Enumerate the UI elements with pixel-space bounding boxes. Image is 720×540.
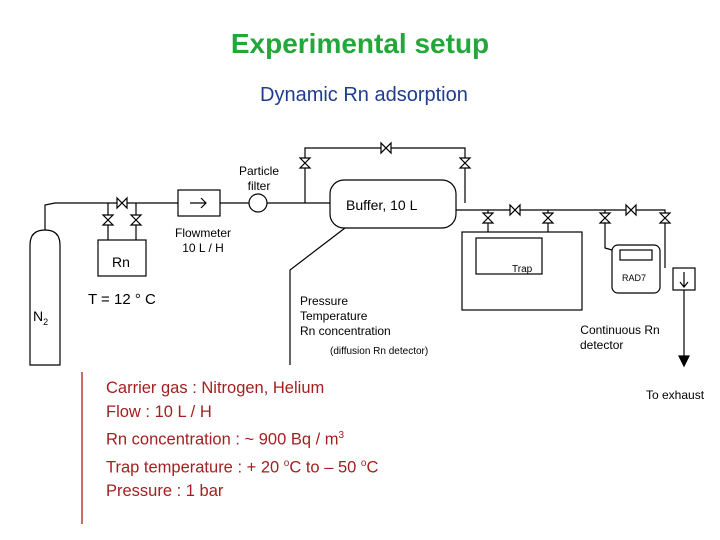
rn-source-label: Rn xyxy=(112,254,130,270)
n2-label: N2 xyxy=(33,308,49,327)
buffer-label: Buffer, 10 L xyxy=(346,197,418,213)
page-title: Experimental setup xyxy=(230,28,490,59)
rad7-display xyxy=(619,249,653,261)
carrier-gas-line: Carrier gas : Nitrogen, Helium xyxy=(106,379,325,397)
continuous-detector-label: Continuous Rn detector xyxy=(580,323,660,352)
trap-inner xyxy=(475,237,543,275)
particle-filter-symbol xyxy=(248,193,268,213)
trap-label: Trap xyxy=(512,264,533,275)
flow-line: Flow : 10 L / H xyxy=(106,403,212,421)
diffusion-label: (diffusion Rn detector) xyxy=(330,346,429,357)
sensor-lead xyxy=(289,227,346,365)
flowmeter-label: Flowmeter 10 L / H xyxy=(174,226,231,255)
experiment-parameters: Carrier gas : Nitrogen, Helium Flow : 10… xyxy=(106,376,378,503)
rad7-label: RAD7 xyxy=(622,273,647,283)
main-line-right xyxy=(456,209,666,255)
pressure-label: Pressure Temperature Rn concentration xyxy=(300,294,391,338)
exhaust-label: To exhaust xyxy=(646,388,705,402)
buffer-vessel xyxy=(329,179,457,229)
pressure-line: Pressure : 1 bar xyxy=(106,482,224,500)
cylinder-pipe xyxy=(44,202,110,230)
page-subtitle: Dynamic Rn adsorption xyxy=(260,84,468,106)
n2-cylinder xyxy=(29,229,61,366)
trap-temperature-line: Trap temperature : + 20 oC to – 50 oC xyxy=(106,457,379,477)
temperature-label: T = 12 ° C xyxy=(88,291,156,308)
particle-filter-label: Particle filter xyxy=(238,164,279,193)
rn-concentration-line: Rn concentration : ~ 900 Bq / m3 xyxy=(106,430,345,449)
valves xyxy=(101,141,672,226)
rn-source-box xyxy=(97,239,147,277)
